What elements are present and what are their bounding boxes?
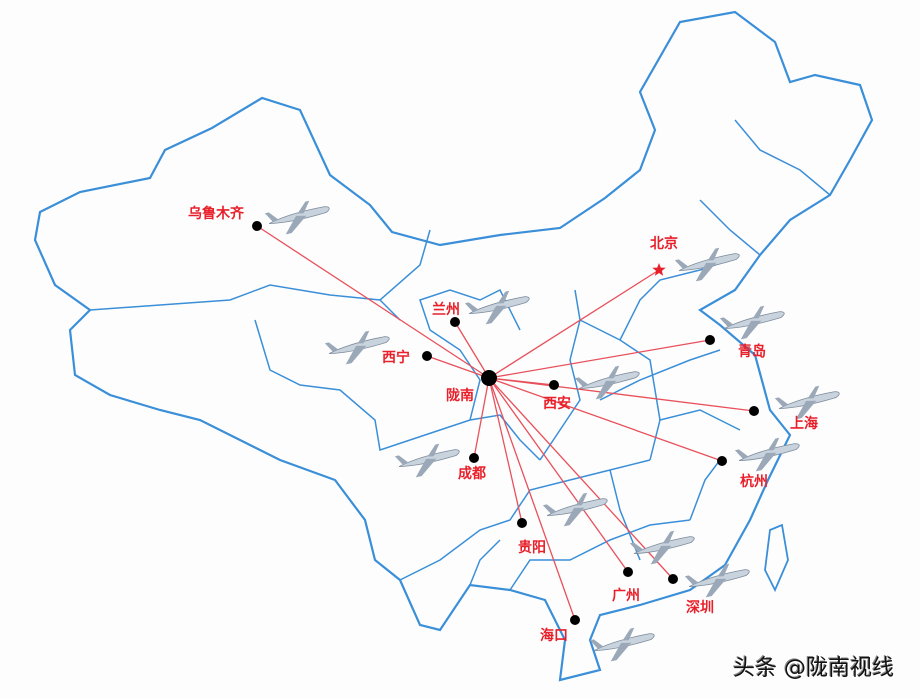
city-label: 北京 [650,235,678,252]
airplane-icon [574,365,640,400]
route-line [488,377,523,524]
hub-dot [481,370,497,386]
airplane-icon [719,305,785,340]
city-label: 贵阳 [518,539,546,556]
province-borders [33,10,874,682]
city-dot [717,456,727,466]
airplane-icon [684,563,750,598]
city-markers [252,221,759,625]
route-line [256,225,490,379]
route-line [473,377,490,459]
taiwan-outline [764,523,789,593]
city-dot [749,406,759,416]
route-line [488,269,660,379]
province-border [619,259,731,341]
city-dot [549,380,559,390]
route-line [454,321,490,379]
route-line [488,377,723,462]
city-label: 西安 [543,395,571,412]
city-label: 西宁 [382,349,410,366]
planes [264,200,840,662]
city-dot [422,351,432,361]
country-outline [33,10,874,682]
city-label: 青岛 [738,343,766,360]
city-dot [252,221,262,231]
city-label: 上海 [790,415,818,432]
city-dot [623,567,633,577]
city-dot [469,453,479,463]
province-border [379,229,431,301]
airplane-icon [674,247,740,282]
flight-routes [256,225,755,621]
watermark: 头条 @陇南视线 [733,656,894,681]
airplane-icon [629,530,695,565]
airplane-icon [464,290,530,325]
route-line [488,339,711,379]
province-border [509,519,691,591]
province-border [469,539,501,586]
province-border [254,319,411,451]
city-label: 乌鲁木齐 [188,205,245,222]
city-label: 广州 [612,587,640,604]
province-border [419,288,521,421]
province-border [599,349,721,401]
city-label: 兰州 [432,301,460,318]
province-border [649,409,741,461]
airplane-icon [589,627,655,662]
route-line [488,377,629,573]
airplane-icon [734,437,800,472]
province-border [539,289,581,461]
city-dot [668,574,678,584]
province-border [579,319,661,421]
province-border [699,199,761,256]
province-border [399,459,651,581]
province-border [734,119,831,196]
airplane-icon [394,443,460,478]
city-label: 成都 [458,465,486,482]
airplane-icon [774,385,840,420]
city-dot [570,615,580,625]
city-label: 杭州 [740,473,768,490]
city-dot [705,335,715,345]
capital-star-icon [652,263,666,276]
route-line [488,377,576,621]
province-border [689,459,721,521]
city-dot [450,317,460,327]
route-line [488,377,674,580]
route-line [426,355,490,379]
province-border [409,414,541,461]
airplane-icon [264,200,330,235]
route-line [488,377,755,412]
airplane-icon [324,330,390,365]
city-label: 深圳 [686,599,714,616]
city-dot [517,518,527,528]
airplane-icon [542,492,608,527]
province-border [89,284,401,321]
hub-label: 陇南 [446,387,474,404]
city-label: 海口 [540,627,568,644]
